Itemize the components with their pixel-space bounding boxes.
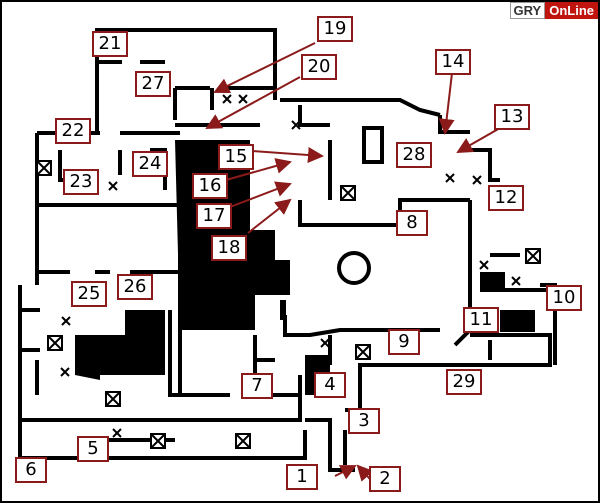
logo-part-online: OnLine — [545, 2, 598, 19]
marker-23: 23 — [63, 169, 99, 195]
marker-2: 2 — [369, 466, 401, 492]
marker-20: 20 — [301, 54, 337, 80]
marker-11: 11 — [463, 307, 499, 333]
marker-19: 19 — [317, 16, 353, 42]
marker-12: 12 — [488, 185, 524, 211]
marker-4: 4 — [314, 372, 346, 398]
marker-5: 5 — [77, 436, 109, 462]
marker-21: 21 — [92, 31, 128, 57]
marker-28: 28 — [396, 142, 432, 168]
marker-15: 15 — [218, 144, 254, 170]
pillars — [280, 126, 384, 320]
marker-8: 8 — [396, 210, 428, 236]
marker-22: 22 — [55, 118, 91, 144]
logo-part-gry: GRY — [509, 2, 546, 19]
marker-14: 14 — [435, 49, 471, 75]
marker-26: 26 — [117, 274, 153, 300]
marker-18: 18 — [211, 235, 247, 261]
marker-29: 29 — [446, 369, 482, 395]
marker-7: 7 — [241, 373, 273, 399]
marker-25: 25 — [71, 281, 107, 307]
walls — [18, 28, 557, 472]
marker-3: 3 — [348, 408, 380, 434]
dark-structures — [75, 140, 535, 395]
marker-9: 9 — [388, 329, 420, 355]
gry-online-logo: GRY OnLine — [509, 2, 598, 19]
marker-27: 27 — [135, 71, 171, 97]
marker-6: 6 — [15, 457, 47, 483]
marker-10: 10 — [546, 285, 582, 311]
marker-17: 17 — [196, 203, 232, 229]
fountain — [337, 251, 371, 285]
marker-1: 1 — [286, 464, 318, 490]
marker-16: 16 — [192, 173, 228, 199]
marker-24: 24 — [132, 151, 168, 177]
marker-13: 13 — [494, 104, 530, 130]
